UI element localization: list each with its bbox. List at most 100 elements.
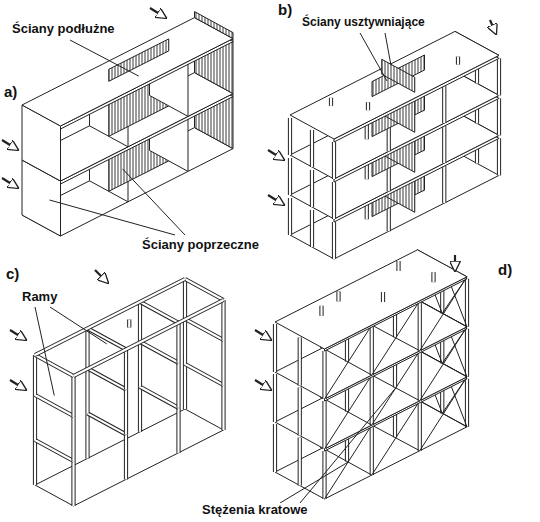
member-outline (221, 385, 225, 430)
member-fill (128, 320, 130, 328)
member-outline (370, 427, 374, 475)
member-outline (33, 440, 37, 485)
member-outline (418, 353, 422, 401)
member-outline (298, 388, 302, 436)
member-fill (333, 222, 335, 259)
member-outline (185, 279, 224, 300)
truss-brace (372, 425, 420, 451)
member-outline (127, 320, 131, 328)
member-outline (124, 389, 128, 434)
member-fill (337, 291, 339, 301)
member-fill (320, 306, 322, 316)
member-fill (419, 403, 421, 451)
member-fill (498, 58, 500, 95)
member-fill (140, 387, 179, 408)
member-fill (185, 364, 224, 385)
part-label: Ściany podłużne (10, 22, 117, 36)
member-fill (139, 342, 141, 387)
member-outline (431, 272, 435, 282)
member-fill (311, 210, 313, 247)
member-outline (183, 279, 187, 319)
member-fill (299, 338, 301, 386)
member-fill (35, 355, 74, 376)
member-fill (299, 438, 301, 486)
member-fill (88, 413, 127, 434)
member-outline (442, 126, 446, 163)
member-fill (184, 364, 186, 409)
member-outline (418, 303, 422, 351)
member-outline (273, 374, 277, 422)
member-outline (85, 328, 89, 368)
member-outline (273, 324, 277, 372)
load-arrow (10, 380, 26, 390)
member-fill (88, 328, 127, 349)
member-fill (367, 102, 369, 110)
member-outline (221, 300, 225, 340)
member-fill (139, 302, 141, 342)
member-fill (466, 279, 468, 327)
member-fill (140, 302, 179, 323)
member-fill (34, 355, 36, 395)
leader-line (123, 169, 186, 235)
panel-letter: d) (496, 262, 514, 279)
floor-slab (275, 250, 467, 349)
member-outline (288, 158, 292, 195)
member-fill (274, 374, 276, 422)
truss-brace (420, 351, 467, 377)
member-fill (466, 329, 468, 377)
member-fill (299, 388, 301, 436)
member-outline (366, 102, 370, 110)
member-fill (466, 379, 468, 427)
member-fill (323, 351, 325, 399)
member-outline (88, 413, 127, 434)
member-outline (442, 86, 446, 123)
load-arrow (454, 255, 456, 271)
member-outline (33, 355, 37, 395)
member-outline (332, 182, 336, 219)
load-arrow (95, 270, 108, 283)
member-fill (72, 416, 74, 461)
load-arrow (2, 140, 18, 150)
member-outline (71, 416, 75, 461)
member-fill (184, 319, 186, 364)
member-fill (34, 395, 36, 440)
member-fill (498, 98, 500, 135)
member-fill (419, 353, 421, 401)
member-outline (124, 349, 128, 389)
transverse-wall (195, 12, 234, 39)
member-outline (74, 300, 224, 376)
longitudinal-wall (372, 55, 425, 97)
member-outline (124, 434, 128, 479)
member-outline (418, 403, 422, 451)
member-outline (310, 170, 314, 207)
member-fill (289, 198, 291, 235)
member-outline (322, 351, 326, 399)
member-outline (183, 319, 187, 364)
member-fill (289, 118, 291, 155)
member-fill (289, 158, 291, 195)
panel-letter: a) (2, 84, 19, 101)
member-fill (125, 389, 127, 434)
member-fill (185, 279, 224, 300)
member-outline (310, 210, 314, 247)
member-fill (443, 86, 445, 123)
member-fill (86, 328, 88, 368)
leader-lines (35, 33, 396, 503)
member-fill (74, 300, 224, 376)
member-outline (298, 338, 302, 386)
wall-building (22, 12, 233, 236)
leader-line (280, 462, 349, 503)
leader-line (385, 33, 391, 65)
member-fill (177, 363, 179, 408)
load-arrows (2, 8, 496, 390)
member-fill (498, 138, 500, 175)
member-fill (274, 424, 276, 472)
member-outline (176, 323, 180, 363)
member-fill (323, 401, 325, 449)
member-outline (465, 329, 469, 377)
member-outline (497, 98, 501, 135)
member-fill (222, 385, 224, 430)
member-fill (333, 142, 335, 179)
